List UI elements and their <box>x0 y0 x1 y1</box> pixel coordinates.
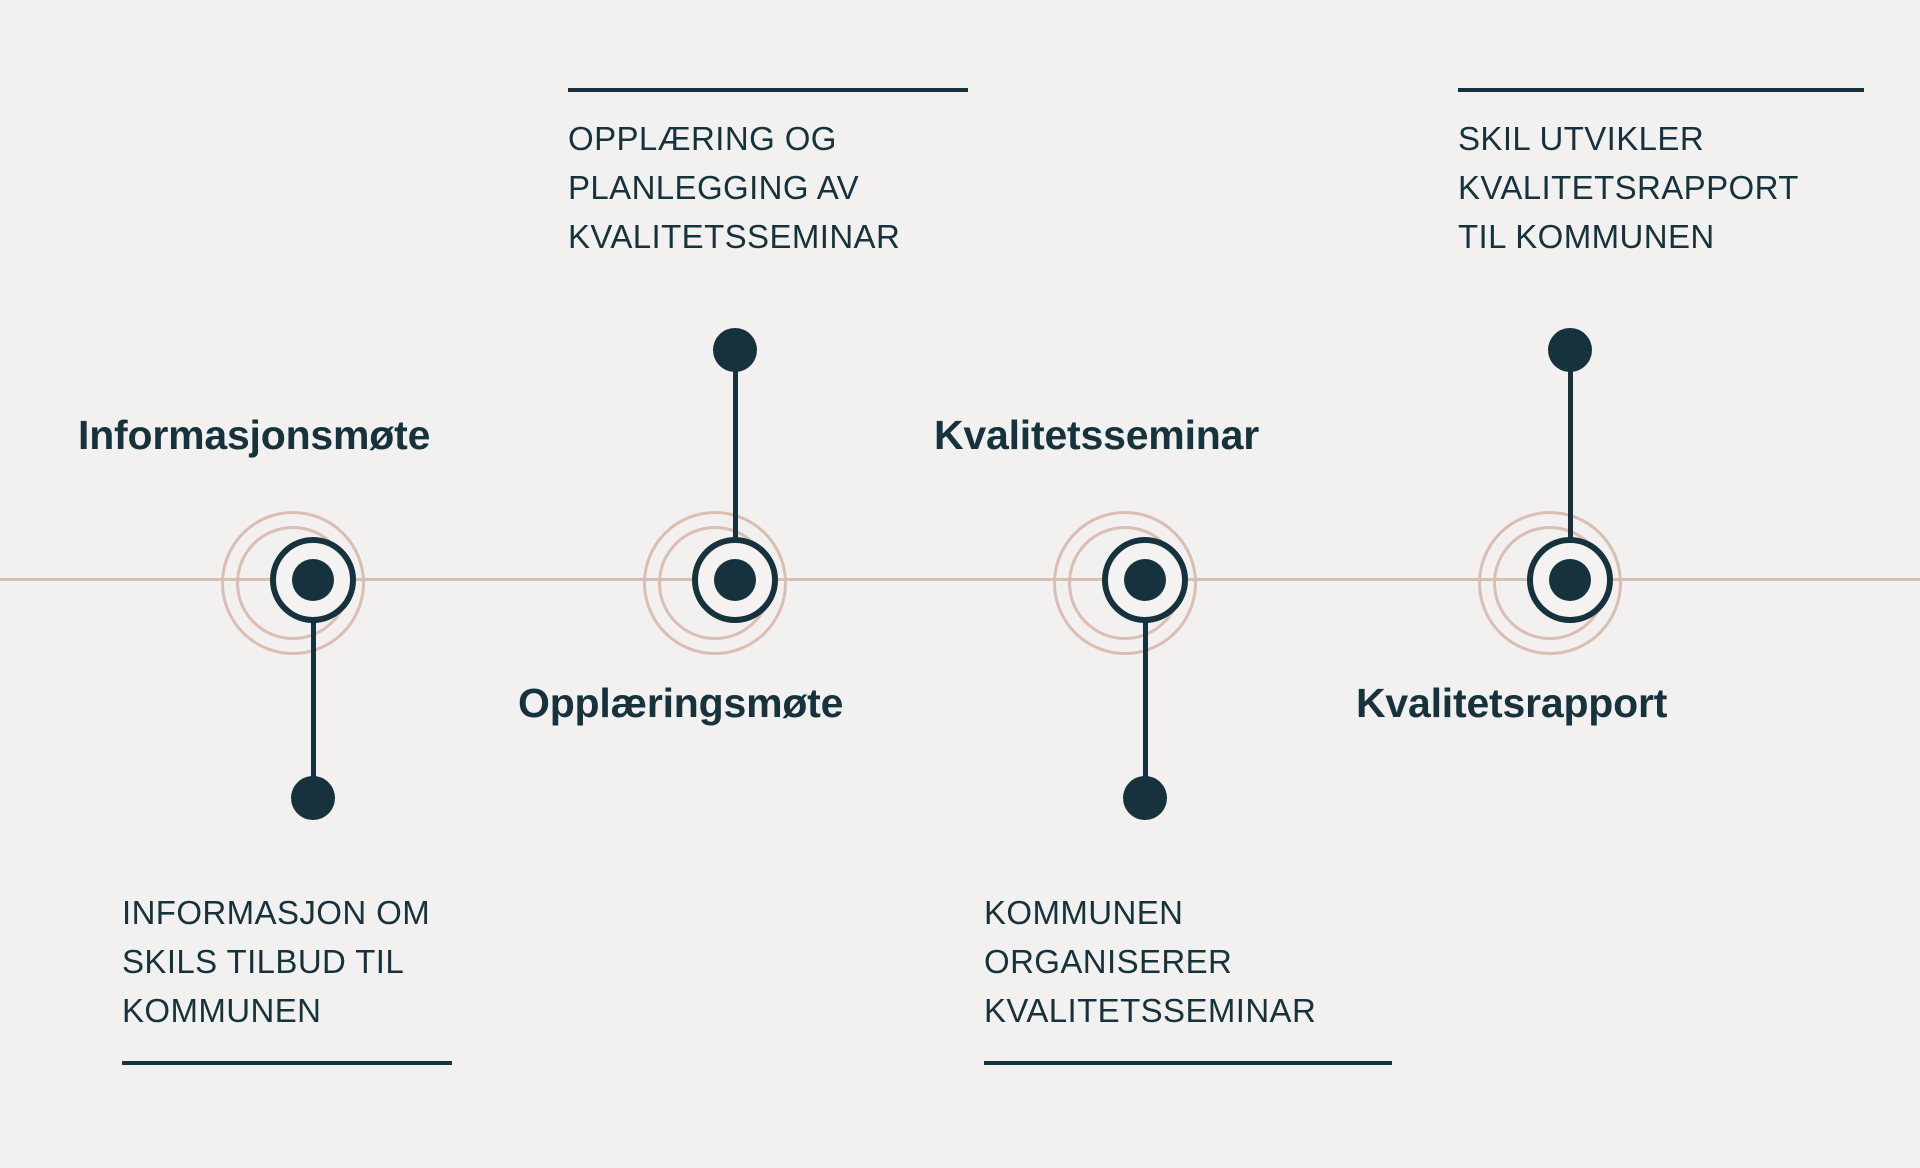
milestone-caption-kvalitetsrapport: SKIL UTVIKLER KVALITETSRAPPORT TIL KOMMU… <box>1458 88 1864 261</box>
node-core-icon <box>292 559 334 601</box>
connector-end-dot-icon <box>713 328 757 372</box>
caption-line: KVALITETSSEMINAR <box>568 218 901 255</box>
milestone-caption-opplaringsmote: OPPLÆRING OG PLANLEGGING AV KVALITETSSEM… <box>568 88 968 261</box>
caption-line: PLANLEGGING AV <box>568 169 860 206</box>
caption-line: SKIL UTVIKLER <box>1458 120 1705 157</box>
connector-stem-up <box>733 348 738 540</box>
caption-line: OPPLÆRING OG <box>568 120 837 157</box>
milestone-caption-kvalitetsseminar: KOMMUNEN ORGANISERER KVALITETSSEMINAR <box>984 888 1392 1065</box>
connector-end-dot-icon <box>1548 328 1592 372</box>
node-core-icon <box>1124 559 1166 601</box>
caption-rule <box>568 88 968 92</box>
caption-rule <box>984 1061 1392 1065</box>
node-halo-outer-icon <box>1053 511 1197 655</box>
milestone-title-informasjonsmote: Informasjonsmøte <box>78 412 431 458</box>
caption-line: SKILS TILBUD TIL <box>122 943 405 980</box>
node-core-icon <box>1549 559 1591 601</box>
connector-stem-up <box>1568 348 1573 540</box>
node-core-icon <box>714 559 756 601</box>
milestone-title-kvalitetsseminar: Kvalitetsseminar <box>934 412 1259 458</box>
connector-stem-down <box>311 620 316 800</box>
caption-rule <box>1458 88 1864 92</box>
connector-end-dot-icon <box>1123 776 1167 820</box>
node-halo-outer-icon <box>1478 511 1622 655</box>
caption-rule <box>122 1061 452 1065</box>
milestone-caption-informasjonsmote: INFORMASJON OM SKILS TILBUD TIL KOMMUNEN <box>122 888 452 1065</box>
caption-line: KVALITETSRAPPORT <box>1458 169 1799 206</box>
caption-line: KOMMUNEN <box>984 894 1184 931</box>
caption-line: INFORMASJON OM <box>122 894 431 931</box>
caption-line: KOMMUNEN <box>122 992 322 1029</box>
caption-line: ORGANISERER <box>984 943 1233 980</box>
connector-stem-down <box>1143 620 1148 800</box>
connector-end-dot-icon <box>291 776 335 820</box>
caption-line: TIL KOMMUNEN <box>1458 218 1715 255</box>
milestone-title-opplaringsmote: Opplæringsmøte <box>518 680 844 726</box>
node-halo-outer-icon <box>643 511 787 655</box>
milestone-title-kvalitetsrapport: Kvalitetsrapport <box>1356 680 1668 726</box>
timeline-axis <box>0 578 1920 581</box>
node-halo-outer-icon <box>221 511 365 655</box>
caption-line: KVALITETSSEMINAR <box>984 992 1317 1029</box>
